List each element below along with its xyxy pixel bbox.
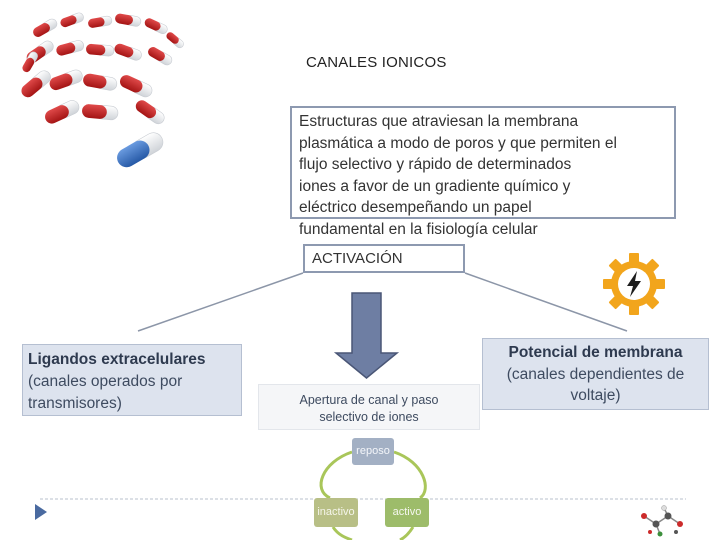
connector-right <box>464 272 628 332</box>
definition-line: flujo selectivo y rápido de determinados <box>299 156 572 173</box>
cycle-arc-bottom-left <box>331 526 353 540</box>
definition-line: iones a favor de un gradiente químico y <box>299 177 571 195</box>
state-inactive: inactivo <box>314 498 358 527</box>
page-title: CANALES IONICOS <box>306 54 447 71</box>
potential-sub-line: voltaje) <box>570 387 621 404</box>
ligand-box: Ligandos extracelulares (canales operado… <box>22 344 242 416</box>
definition-line: plasmática a modo de poros y que permite… <box>299 134 617 152</box>
activation-label: ACTIVACIÓN <box>303 244 465 273</box>
potential-heading: Potencial de membrana <box>508 344 683 361</box>
cycle-arc-left <box>319 450 353 500</box>
down-arrow <box>333 292 400 379</box>
state-rest: reposo <box>352 438 394 465</box>
state-active: activo <box>385 498 429 527</box>
ligand-heading: Ligandos extracelulares <box>28 351 206 368</box>
opening-line: selectivo de iones <box>319 410 419 424</box>
definition-box: Estructuras que atraviesan la membrana p… <box>290 106 676 238</box>
cycle-arc-bottom-right <box>399 526 415 540</box>
potential-box: Potencial de membrana (canales dependien… <box>482 338 709 410</box>
cycle-arc-right <box>393 450 427 500</box>
play-triangle-icon <box>35 504 47 520</box>
definition-line: eléctrico desempeñando un papel <box>299 199 532 216</box>
connector-left <box>137 272 304 332</box>
potential-sub-line: (canales dependientes de <box>506 365 685 383</box>
opening-box: Apertura de canal y paso selectivo de io… <box>258 384 480 430</box>
definition-line: Estructuras que atraviesan la membrana <box>299 113 579 130</box>
molecule-icon <box>641 505 683 537</box>
opening-line: Apertura de canal y paso <box>299 393 439 407</box>
gear-lightning-icon <box>603 253 665 315</box>
ligand-sub-line: transmisores) <box>28 395 122 412</box>
ligand-sub-line: (canales operados por <box>28 373 183 390</box>
definition-line: fundamental en la fisiología celular <box>299 220 538 238</box>
